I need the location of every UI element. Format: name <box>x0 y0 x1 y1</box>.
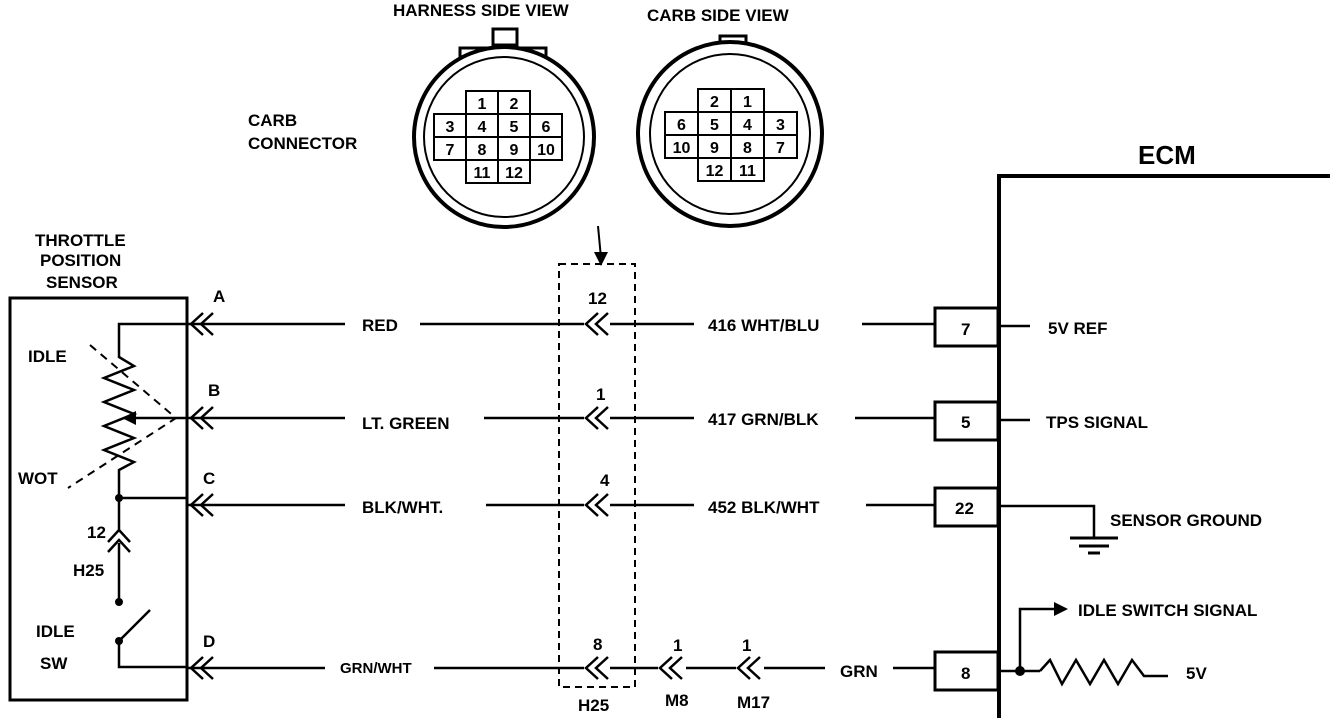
harness-pin-number: 4 <box>478 119 487 136</box>
idle-sw-label-1: IDLE <box>36 622 75 641</box>
wire-b-circuit: 417 GRN/BLK <box>708 410 819 429</box>
harness-pin-number: 6 <box>542 119 551 136</box>
ecm-5v-label: 5V <box>1186 664 1207 683</box>
harness-pin-number: 3 <box>446 119 455 136</box>
wire-a-circuit: 416 WHT/BLU <box>708 316 819 335</box>
pull-up-resistor <box>999 602 1168 687</box>
harness-pin-number: 10 <box>537 142 555 159</box>
carb-pin-number: 6 <box>677 117 686 134</box>
svg-text:22: 22 <box>955 499 974 518</box>
m17-label: M17 <box>737 693 770 712</box>
carb-side-view-title: CARB SIDE VIEW <box>647 6 790 25</box>
m17-pin: 1 <box>742 636 751 655</box>
svg-text:7: 7 <box>961 320 970 339</box>
ecm-pin-8: 8 <box>933 650 1000 692</box>
h25-internal-pin: 12 <box>87 523 106 542</box>
terminal-d: D <box>203 632 215 651</box>
carb-pin-number: 2 <box>710 94 719 111</box>
ecm-sensor-ground-label: SENSOR GROUND <box>1110 511 1262 530</box>
wire-d-circuit: GRN <box>840 662 878 681</box>
harness-pin-number: 8 <box>478 142 487 159</box>
harness-pin-number: 9 <box>510 142 519 159</box>
wire-c-color: BLK/WHT. <box>362 498 443 517</box>
carb-connector-box <box>558 263 636 688</box>
carb-pin-number: 8 <box>743 140 752 157</box>
ecm-5v-ref-label: 5V REF <box>1048 319 1108 338</box>
ecm-title: ECM <box>1138 140 1196 170</box>
ecm-boundary <box>997 174 1330 718</box>
tps-title-3: SENSOR <box>46 273 118 292</box>
m8-pin: 1 <box>673 636 682 655</box>
ecm-pin-7: 7 <box>933 306 1000 348</box>
carb-pin-number: 12 <box>706 163 724 180</box>
terminal-c: C <box>203 469 215 488</box>
carb-pin-number: 9 <box>710 140 719 157</box>
harness-pin-cell <box>529 136 563 161</box>
svg-text:8: 8 <box>961 664 970 683</box>
carb-connector-label-2: CONNECTOR <box>248 134 357 153</box>
carb-side-connector: 2 1 6 5 4 3 10 9 8 7 12 11 <box>636 34 824 228</box>
harness-pin-number: 7 <box>446 142 455 159</box>
idle-switch <box>115 598 186 669</box>
wot-label: WOT <box>18 469 58 488</box>
ecm-pin-22: 22 <box>933 486 1000 528</box>
terminal-b: B <box>208 381 220 400</box>
carb-pin-number: 1 <box>743 94 752 111</box>
h25-label: H25 <box>578 696 609 715</box>
wire-b-color: LT. GREEN <box>362 414 450 433</box>
harness-pin-number: 2 <box>510 96 519 113</box>
carb-pin-number: 3 <box>776 117 785 134</box>
carb-pin-number: 5 <box>710 117 719 134</box>
ecm-tps-signal-label: TPS SIGNAL <box>1046 413 1148 432</box>
carb-pin-cell <box>763 134 798 159</box>
carb-pin-number: 10 <box>673 140 691 157</box>
tps-resistor <box>67 322 186 502</box>
carb-pin-cell <box>730 157 765 182</box>
carb-pin-number: 4 <box>743 117 752 134</box>
terminal-a: A <box>213 287 225 306</box>
wire-d-color: GRN/WHT <box>340 660 412 677</box>
harness-pin-number: 1 <box>478 96 487 113</box>
m8-label: M8 <box>665 691 689 710</box>
idle-sw-label-2: SW <box>40 654 68 673</box>
ground-symbol <box>999 504 1118 555</box>
mid-pin-8: 8 <box>593 635 602 654</box>
mid-pin-4: 4 <box>600 471 610 490</box>
mid-pin-1: 1 <box>596 385 605 404</box>
ecm-pin-5: 5 <box>933 400 1000 442</box>
carb-pin-number: 7 <box>776 140 785 157</box>
harness-pin-number: 5 <box>510 119 519 136</box>
wire-a-color: RED <box>362 316 398 335</box>
mid-pin-12: 12 <box>588 289 607 308</box>
harness-pin-number: 11 <box>474 165 491 182</box>
tps-housing <box>8 296 189 702</box>
wire-c-circuit: 452 BLK/WHT <box>708 498 820 517</box>
carb-pin-number: 11 <box>739 163 756 180</box>
tps-title-2: POSITION <box>40 251 121 270</box>
tps-title-1: THROTTLE <box>35 231 126 250</box>
svg-text:5: 5 <box>961 413 970 432</box>
harness-pin-cell <box>497 159 531 184</box>
h25-internal-label: H25 <box>73 561 104 580</box>
harness-pin-number: 12 <box>505 165 523 182</box>
idle-switch-signal-label: IDLE SWITCH SIGNAL <box>1078 601 1257 620</box>
idle-label: IDLE <box>28 347 67 366</box>
harness-side-view-title: HARNESS SIDE VIEW <box>393 1 570 20</box>
carb-connector-label-1: CARB <box>248 111 297 130</box>
